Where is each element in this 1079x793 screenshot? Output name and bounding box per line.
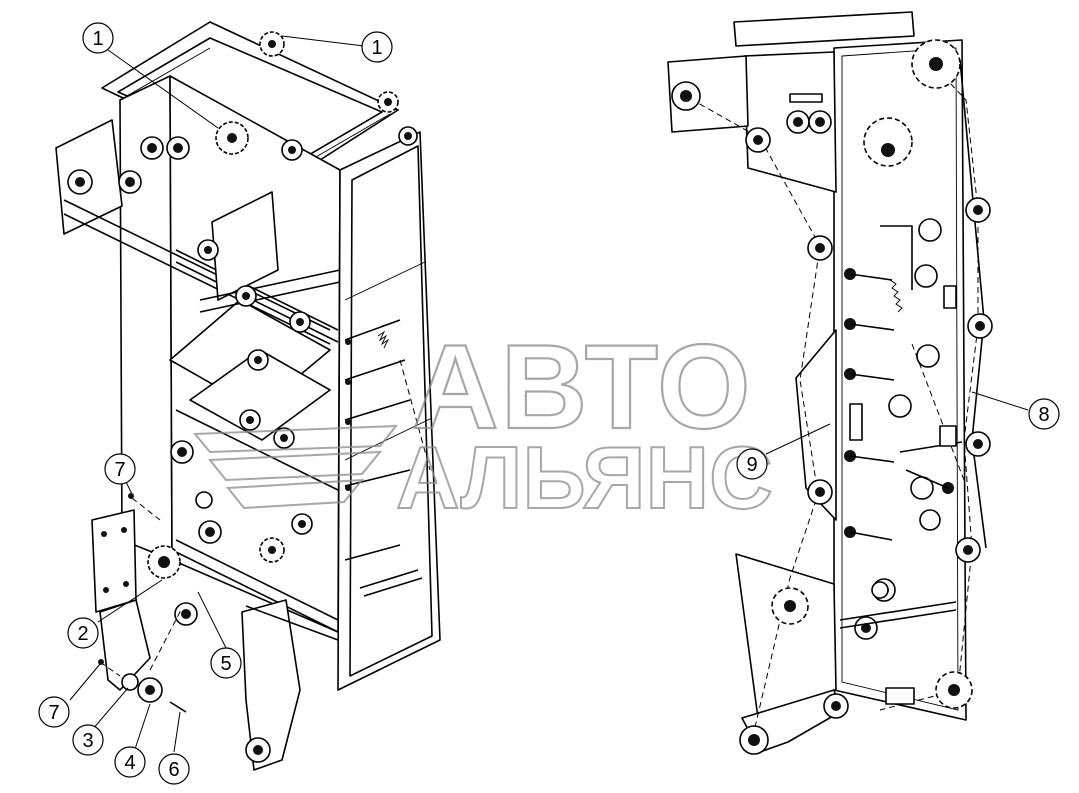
svg-text:7: 7 <box>48 702 59 724</box>
callouts: 1 1 7 2 5 7 3 4 <box>38 22 1060 785</box>
bracket-plate <box>91 509 137 613</box>
leader-8 <box>971 391 1029 411</box>
svg-text:7: 7 <box>114 459 125 481</box>
svg-text:4: 4 <box>124 752 135 774</box>
leader-7b <box>69 663 101 701</box>
svg-text:1: 1 <box>371 37 382 59</box>
diagonal-plate <box>795 329 837 521</box>
callout-9: 9 <box>736 448 768 480</box>
lower-frame <box>735 553 837 719</box>
chain-path-right <box>879 61 979 711</box>
top-arm <box>667 55 749 133</box>
leader-6 <box>173 711 181 753</box>
callout-6: 6 <box>158 753 190 785</box>
watermark-line1: АВТО <box>412 320 752 454</box>
callout-1-top-right: 1 <box>361 31 393 63</box>
right-side-assembly <box>667 11 993 755</box>
inner-panel-1 <box>211 191 279 301</box>
chain-path-left <box>681 93 821 741</box>
callout-1-top-left: 1 <box>82 22 114 54</box>
callout-4: 4 <box>114 746 146 778</box>
levers-left <box>344 319 431 597</box>
watermark: АВТО АЛЬЯНС <box>192 319 774 528</box>
rollers-left <box>67 136 313 626</box>
leader-2 <box>97 579 163 623</box>
rollers-right <box>671 81 993 755</box>
callout-2: 2 <box>67 617 99 649</box>
svg-text:6: 6 <box>168 759 179 781</box>
tension-arms <box>839 225 965 629</box>
leader-3 <box>91 687 129 731</box>
svg-text:8: 8 <box>1038 404 1049 426</box>
sprockets-right <box>771 39 973 709</box>
slot <box>789 93 823 103</box>
avto-alyans-logo <box>192 424 399 510</box>
svg-text:3: 3 <box>82 730 93 752</box>
bottom-block <box>885 687 915 705</box>
inner-panel-3 <box>189 349 331 441</box>
leader-4 <box>133 703 151 753</box>
callout-7-upper: 7 <box>104 453 136 485</box>
svg-text:9: 9 <box>746 454 757 476</box>
svg-text:2: 2 <box>77 623 88 645</box>
watermark-line2: АЛЬЯНС <box>396 428 773 527</box>
callout-7-lower: 7 <box>38 696 70 728</box>
leader-7a <box>125 481 133 495</box>
exploded-bracket <box>91 493 187 713</box>
lower-bracket <box>241 599 301 771</box>
callout-3: 3 <box>72 724 104 756</box>
callout-8: 8 <box>1028 398 1060 430</box>
leader-1b <box>281 35 365 47</box>
leader-9 <box>765 423 831 455</box>
svg-text:5: 5 <box>220 653 231 675</box>
right-channel-inner <box>349 145 433 677</box>
svg-text:1: 1 <box>92 28 103 50</box>
leader-1a <box>107 49 219 129</box>
leader-5 <box>197 591 227 649</box>
top-clip <box>733 11 915 47</box>
left-frame-assembly <box>55 21 441 771</box>
callout-5: 5 <box>210 647 242 679</box>
bracket-arm <box>99 599 151 691</box>
sprockets-left <box>147 31 418 579</box>
